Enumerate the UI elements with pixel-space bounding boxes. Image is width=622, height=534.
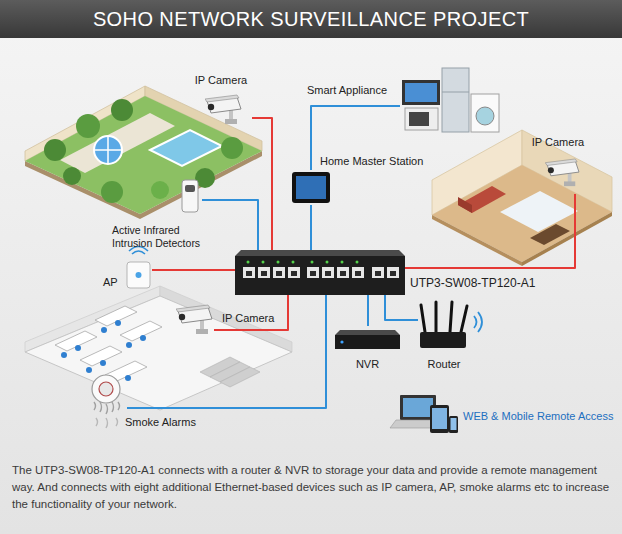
device-node: AP: [125, 256, 152, 290]
title-text: SOHO NETWORK SURVEILLANCE PROJECT: [0, 0, 622, 38]
infrared-detector-icon: [182, 180, 198, 212]
device-label: Smoke Alarms: [125, 416, 196, 429]
ethernet-cable: [252, 118, 272, 250]
device-node: Router: [418, 300, 470, 372]
device-node: IP Camera: [178, 302, 214, 338]
camera-icon: [545, 159, 579, 186]
device-label: WEB & Mobile Remote Access: [463, 410, 613, 423]
ethernet-cable: [405, 194, 575, 268]
device-label: IP Camera: [222, 312, 274, 325]
caption-box: The UTP3-SW08-TP120-A1 connects with a r…: [12, 462, 610, 513]
device-node: UTP3-SW08-TP120-A1: [235, 250, 405, 295]
ethernet-cable: [367, 295, 369, 326]
camera-icon: [205, 95, 241, 124]
device-node: Smoke Alarms: [85, 372, 127, 430]
ethernet-cable: [202, 200, 258, 250]
living-room-illustration: [432, 130, 612, 266]
device-label: Smart Appliance: [307, 84, 387, 97]
office-illustration: [25, 286, 292, 410]
ethernet-cable: [152, 269, 235, 271]
device-label: IP Camera: [195, 74, 247, 87]
ethernet-cable: [310, 205, 312, 250]
device-label: Active Infrared Intrusion Detectors: [112, 224, 210, 250]
device-node: WEB & Mobile Remote Access: [393, 390, 458, 442]
tablet-icon: [292, 172, 330, 203]
router-icon: [420, 302, 482, 348]
device-label: NVR: [356, 358, 379, 371]
ethernet-cable: [385, 295, 418, 320]
device-node: Home Master Station: [292, 170, 330, 205]
device-node: Smart Appliance: [400, 68, 500, 135]
ethernet-cable: [214, 295, 288, 330]
device-label: IP Camera: [532, 136, 584, 149]
device-node: IP Camera: [190, 74, 252, 130]
switch-icon: [235, 250, 405, 295]
appliance-icons: [402, 68, 499, 132]
device-node: NVR: [335, 326, 400, 372]
caption-text: The UTP3-SW08-TP120-A1 connects with a r…: [12, 462, 610, 513]
access-point-icon: [127, 247, 150, 289]
remote-device-icons: [390, 395, 458, 433]
device-label: Router: [427, 358, 460, 371]
camera-icon: [176, 305, 212, 334]
smoke-alarm-icon: [92, 375, 120, 428]
nvr-icon: [335, 330, 400, 349]
device-node: IP Camera: [528, 136, 588, 194]
title-band: SOHO NETWORK SURVEILLANCE PROJECT: [0, 0, 622, 38]
device-label: UTP3-SW08-TP120-A1: [410, 276, 535, 290]
ethernet-cable: [127, 295, 326, 408]
device-label: Home Master Station: [320, 155, 423, 168]
device-node: Active Infrared Intrusion Detectors: [178, 178, 202, 214]
device-label: AP: [103, 276, 118, 289]
